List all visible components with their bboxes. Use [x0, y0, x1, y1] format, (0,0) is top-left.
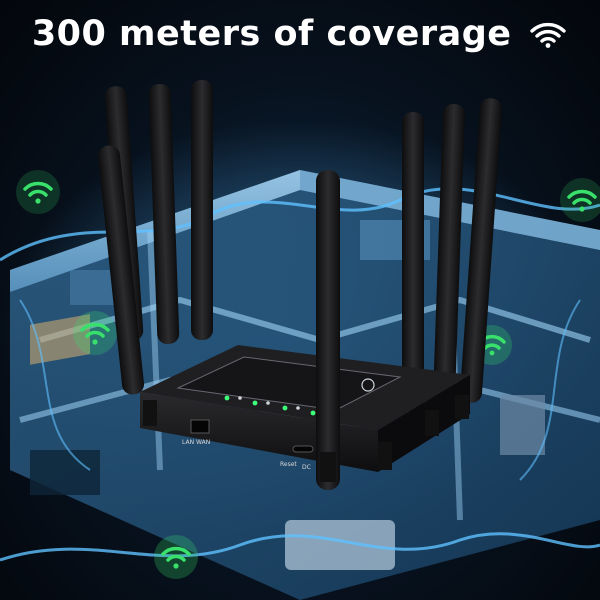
- antenna-connector: [320, 452, 336, 482]
- antenna: [191, 80, 213, 340]
- dc-label: DC: [302, 464, 311, 471]
- antenna: [316, 170, 340, 490]
- wifi-signal-right: [560, 178, 600, 222]
- antenna-connector: [455, 395, 469, 419]
- headline-text: 300 meters of coverage: [31, 14, 512, 54]
- antenna-connector: [378, 442, 392, 470]
- wifi-signal-bottom: [154, 535, 198, 579]
- reset-label: Reset: [280, 461, 297, 468]
- antenna: [402, 112, 424, 412]
- antenna-connector: [425, 410, 439, 436]
- antenna: [433, 104, 465, 404]
- wifi-signal-left: [16, 170, 60, 214]
- antenna: [148, 84, 180, 344]
- antenna-connector: [143, 400, 157, 426]
- router-side: [378, 375, 470, 472]
- headline: 300 meters of coverage: [0, 14, 600, 54]
- logo-mark: [361, 378, 375, 392]
- wifi-signal-left-room: [73, 311, 117, 355]
- reset-button-hole: [292, 445, 314, 453]
- router: LAN WAN Reset DC: [97, 80, 502, 490]
- ethernet-port: [190, 419, 210, 434]
- antenna: [97, 145, 145, 395]
- wifi-icon: [530, 22, 566, 48]
- port-label: LAN WAN: [182, 439, 210, 446]
- antenna: [460, 98, 502, 403]
